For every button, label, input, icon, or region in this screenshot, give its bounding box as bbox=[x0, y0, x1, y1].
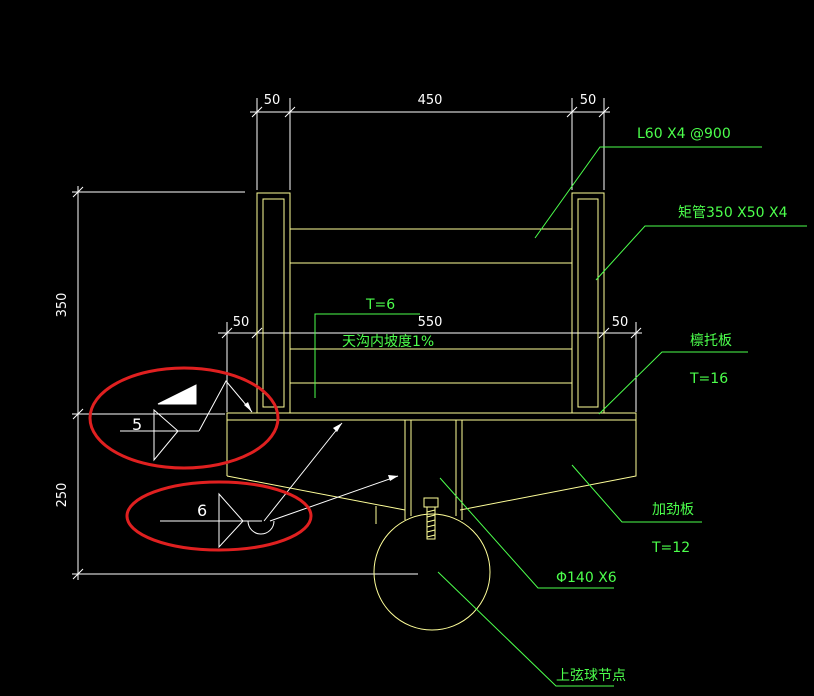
highlight-ellipse-lower bbox=[125, 480, 313, 552]
dim-mid-middle: 550 bbox=[418, 315, 443, 330]
weld-symbol-lower bbox=[160, 422, 399, 549]
dim-vertical-lower: 250 bbox=[55, 483, 70, 508]
label-stiffener: 加劲板 bbox=[652, 502, 694, 518]
dim-mid-right: 50 bbox=[612, 315, 629, 330]
label-angle: L60 X4 @900 bbox=[637, 126, 731, 142]
label-bracket-plate: 檩托板 bbox=[690, 332, 732, 349]
dim-vertical-upper: 350 bbox=[55, 293, 70, 318]
weld-arrowheads bbox=[244, 402, 398, 481]
weld-lower-size: 6 bbox=[197, 501, 207, 520]
highlight-ellipse-upper bbox=[88, 366, 280, 470]
weld-symbol-upper bbox=[120, 380, 253, 462]
weld-upper-size: 5 bbox=[132, 415, 142, 434]
label-gutter-slope: 天沟内坡度1% bbox=[342, 334, 434, 350]
dim-top-middle: 450 bbox=[418, 93, 443, 108]
dim-mid-left: 50 bbox=[233, 315, 250, 330]
leader-lines bbox=[314, 146, 807, 687]
gutter-structure bbox=[226, 192, 637, 631]
label-stiffener-t: T=12 bbox=[651, 540, 690, 556]
dim-top-left: 50 bbox=[264, 93, 281, 108]
label-tube: 矩管350 X50 X4 bbox=[678, 205, 788, 221]
dim-top-right: 50 bbox=[580, 93, 597, 108]
label-bracket-t: T=16 bbox=[689, 371, 728, 387]
label-gutter-t: T=6 bbox=[365, 297, 395, 313]
label-pipe: Φ140 X6 bbox=[556, 570, 617, 586]
label-ball-node: 上弦球节点 bbox=[556, 668, 626, 684]
